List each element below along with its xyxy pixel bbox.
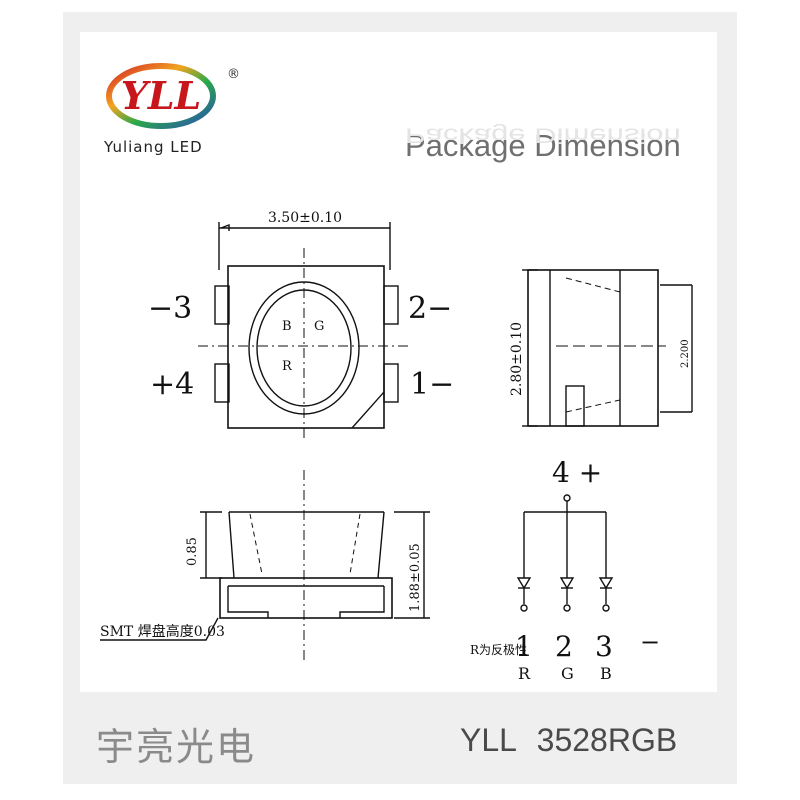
common-anode-label: 4 +	[552, 456, 602, 489]
logo-text: YLL	[121, 73, 202, 118]
channel-r-label: R	[518, 664, 531, 683]
channel-b-label: B	[600, 664, 612, 683]
pin-1-label: 1−	[410, 367, 454, 402]
pin-2-label: 2−	[408, 291, 452, 326]
lens-letter-b: B	[282, 319, 292, 334]
channel-g-label: G	[561, 664, 574, 683]
width-dimension: 3.50±0.10	[268, 210, 342, 226]
yll-logo: YLL ®	[105, 62, 245, 146]
lens-height-dimension: 0.85	[185, 537, 200, 566]
reverse-polarity-note: R为反极性	[470, 643, 527, 657]
smt-note: SMT 焊盘高度0.03	[100, 623, 225, 640]
page-title: Package Dimension	[405, 128, 681, 163]
lens-letter-r: R	[282, 359, 293, 374]
total-height-dimension: 1.88±0.05	[408, 543, 423, 612]
channel-dash: −	[640, 628, 660, 656]
pin-4-label: +4	[150, 367, 194, 402]
channel-2-number: 2	[555, 630, 573, 663]
height-dimension: 2.80±0.10	[509, 322, 525, 396]
lens-letter-g: G	[314, 319, 324, 334]
registered-mark: ®	[227, 67, 240, 82]
inner-dimension: 2.200	[680, 339, 691, 368]
model-number: YLL 3528RGB	[460, 722, 678, 758]
pin-3-label: −3	[148, 291, 192, 326]
company-name: 宇亮光电	[96, 725, 257, 769]
channel-3-number: 3	[595, 630, 613, 663]
datasheet-panel	[80, 32, 717, 692]
brand-name: Yuliang LED	[104, 138, 203, 156]
channel-1-number: 1	[515, 630, 533, 663]
